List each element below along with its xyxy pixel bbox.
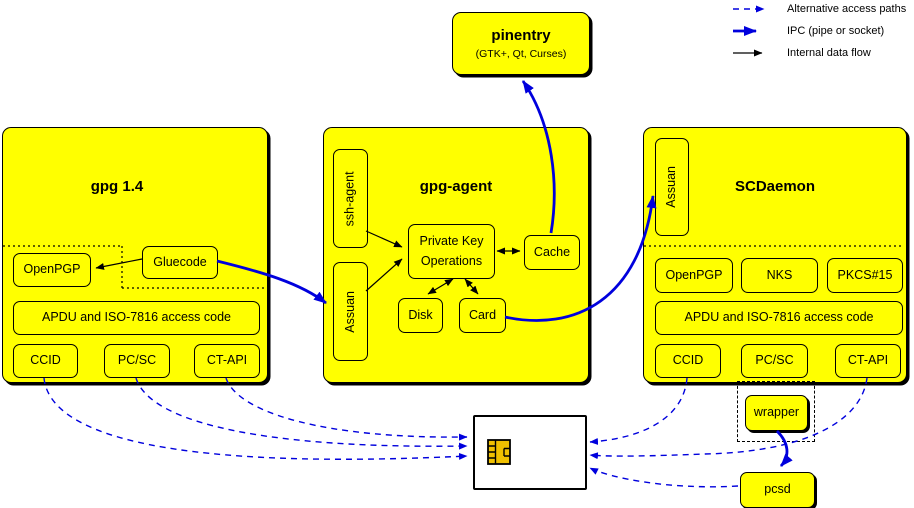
gpg-agent-ssh-agent-label: ssh-agent	[342, 171, 357, 226]
cache-node: Cache	[524, 235, 580, 270]
scdaemon-pcsc-label: PC/SC	[755, 353, 794, 368]
smartcard	[473, 415, 587, 490]
gpg-agent-title: gpg-agent	[419, 178, 493, 195]
disk-node: Disk	[398, 298, 443, 333]
scdaemon-ccid-label: CCID	[672, 353, 704, 368]
pko-label-line1: Private Key	[419, 233, 484, 248]
gpg14-ctapi-label: CT-API	[206, 353, 248, 368]
gpg14-openpgp-node: OpenPGP	[13, 253, 91, 287]
gpg14-ctapi-node: CT-API	[194, 344, 260, 378]
pinentry-subtitle: (GTK+, Qt, Curses)	[475, 48, 567, 60]
scdaemon-pcsc-node: PC/SC	[741, 344, 808, 378]
wrapper-label: wrapper	[753, 405, 800, 420]
pinentry-title: pinentry	[491, 27, 551, 44]
scdaemon-ctapi-node: CT-API	[835, 344, 901, 378]
alt-scdaemon-ctapi-to-card	[589, 377, 868, 460]
scdaemon-nks-label: NKS	[766, 267, 793, 282]
legend-ipc-label: IPC (pipe or socket)	[787, 25, 885, 37]
gpg14-openpgp-label: OpenPGP	[23, 262, 81, 277]
alt-gpg14-ctapi-to-card	[225, 377, 468, 441]
pcsd-label: pcsd	[764, 482, 791, 497]
scdaemon-title: SCDaemon	[734, 178, 816, 195]
scdaemon-ctapi-label: CT-API	[847, 353, 889, 368]
scdaemon-assuan-label: Assuan	[664, 166, 679, 208]
wrapper-node: wrapper	[745, 395, 808, 431]
alt-gpg14-ccid-to-card	[43, 377, 468, 460]
scdaemon-ccid-node: CCID	[655, 344, 721, 378]
card-label: Card	[468, 307, 497, 322]
gpg-agent-assuan-label: Assuan	[342, 290, 357, 333]
card-node: Card	[459, 298, 506, 333]
disk-label: Disk	[408, 307, 433, 322]
gpg14-pcsc-node: PC/SC	[104, 344, 170, 378]
smartcard-chip-icon	[487, 439, 511, 465]
alt-gpg14-pcsc-to-card	[135, 377, 468, 450]
scdaemon-assuan-node: Assuan	[655, 138, 689, 236]
cache-label: Cache	[533, 244, 571, 259]
gpg14-title: gpg 1.4	[90, 178, 144, 195]
scdaemon-pkcs15-label: PKCS#15	[837, 267, 893, 282]
private-key-operations-node: Private Key Operations	[408, 224, 495, 279]
legend-alt-label: Alternative access paths	[787, 3, 907, 15]
gpg14-apdu-label: APDU and ISO-7816 access code	[42, 310, 231, 325]
scdaemon-openpgp-label: OpenPGP	[665, 267, 723, 282]
scdaemon-apdu-label: APDU and ISO-7816 access code	[684, 310, 874, 325]
legend-internal-label: Internal data flow	[787, 47, 871, 59]
gpg-agent-assuan-node: Assuan	[333, 262, 368, 361]
pinentry-box: pinentry (GTK+, Qt, Curses)	[452, 12, 590, 75]
gpg14-pcsc-label: PC/SC	[117, 353, 157, 368]
gpg14-ccid-label: CCID	[30, 353, 61, 368]
scdaemon-nks-node: NKS	[741, 258, 818, 293]
gpg14-gluecode-label: Gluecode	[153, 254, 207, 269]
gpg-agent-ssh-agent-node: ssh-agent	[333, 149, 368, 248]
scdaemon-openpgp-node: OpenPGP	[655, 258, 733, 293]
pcsd-node: pcsd	[740, 472, 815, 508]
scdaemon-apdu-node: APDU and ISO-7816 access code	[655, 301, 903, 335]
gpg14-apdu-node: APDU and ISO-7816 access code	[13, 301, 260, 335]
pko-label-line2: Operations	[420, 253, 483, 268]
scdaemon-pkcs15-node: PKCS#15	[827, 258, 903, 293]
gpg14-gluecode-node: Gluecode	[142, 246, 218, 279]
gpg14-ccid-node: CCID	[13, 344, 78, 378]
alt-scdaemon-ccid-to-card	[589, 377, 688, 445]
alt-pcsd-to-card	[589, 467, 739, 488]
